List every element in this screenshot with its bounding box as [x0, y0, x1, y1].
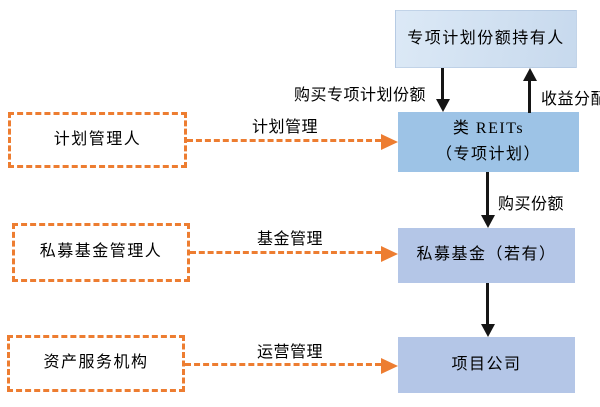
- edge-label-income-distribution: 收益分配: [541, 91, 600, 108]
- node-private-fund-manager: 私募基金管理人: [12, 223, 190, 282]
- node-project-company: 项目公司: [398, 337, 575, 393]
- node-reits-title: 类 REITs: [452, 120, 525, 137]
- node-reits: 类 REITs （专项计划）: [398, 112, 579, 172]
- arrowhead-down-icon: [480, 324, 495, 337]
- arrowhead-up-icon: [522, 68, 537, 81]
- arrowhead-down-icon: [435, 99, 450, 112]
- node-plan-share-holders: 专项计划份额持有人: [395, 10, 577, 68]
- node-asset-service-agency: 资产服务机构: [7, 335, 185, 392]
- node-reits-subtitle: （专项计划）: [435, 146, 541, 163]
- arrow-buy-plan-shares: [435, 68, 450, 112]
- arrowhead-right-icon: [381, 246, 398, 262]
- arrow-fund-management: [190, 246, 398, 262]
- node-plan-manager: 计划管理人: [8, 112, 187, 168]
- edge-label-plan-management: 计划管理: [252, 119, 319, 136]
- arrowhead-right-icon: [381, 358, 398, 374]
- edge-label-buy-shares: 购买份额: [498, 196, 565, 213]
- edge-label-operation-management: 运营管理: [257, 344, 324, 361]
- edge-label-fund-management: 基金管理: [257, 231, 324, 248]
- arrowhead-down-icon: [480, 215, 495, 228]
- edge-label-buy-plan-shares: 购买专项计划份额: [294, 87, 427, 104]
- arrow-income-distribution: [522, 68, 537, 113]
- arrow-buy-fund-shares: [480, 172, 495, 228]
- arrow-operation-management: [185, 358, 398, 374]
- node-private-fund: 私募基金（若有）: [398, 228, 575, 283]
- arrow-plan-management: [187, 134, 398, 150]
- arrow-fund-to-project: [480, 283, 495, 337]
- arrowhead-right-icon: [381, 134, 398, 150]
